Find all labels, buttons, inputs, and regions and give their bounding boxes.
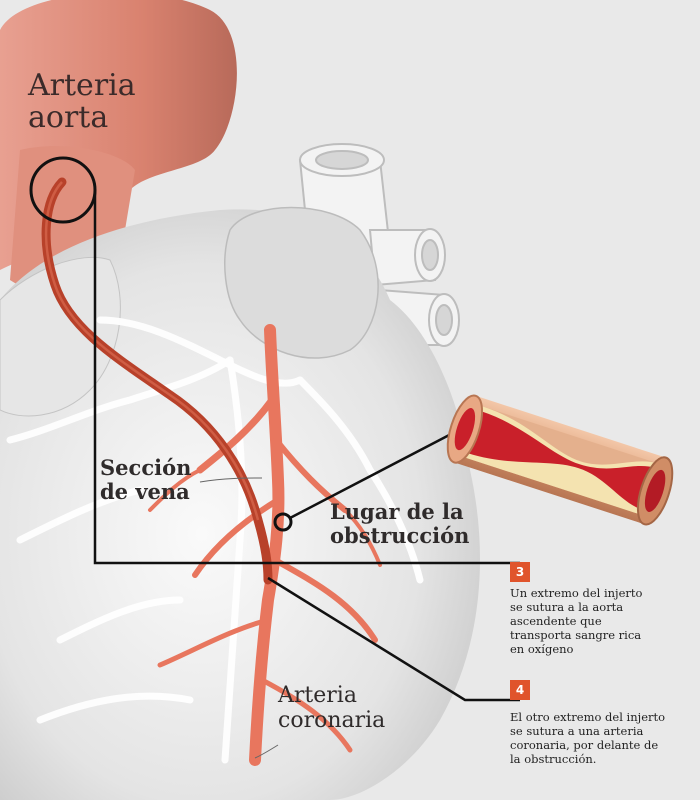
artery-cross-section [446, 394, 674, 526]
leader-lines [93, 190, 520, 702]
obstruction-label: Lugar de la obstrucción [330, 499, 470, 548]
coronary-artery-label: Arteria coronaria [278, 683, 386, 733]
step-3-badge: 3 [510, 562, 530, 582]
obstruction-marker [273, 512, 293, 532]
step-4-text: El otro extremo del injerto se sutura a … [510, 710, 666, 767]
right-atrium [0, 256, 121, 417]
step-4-badge: 4 [510, 680, 530, 700]
step-3-text: Un extremo del injerto se sutura a la ao… [510, 586, 643, 657]
coronary-arteries [148, 324, 382, 766]
label-leaders [199, 477, 279, 759]
vein-section-label: Sección de vena [100, 455, 192, 504]
aorta-label: Arteria aorta [28, 68, 136, 136]
left-atrium [224, 206, 379, 359]
surface-veins [6, 316, 424, 764]
